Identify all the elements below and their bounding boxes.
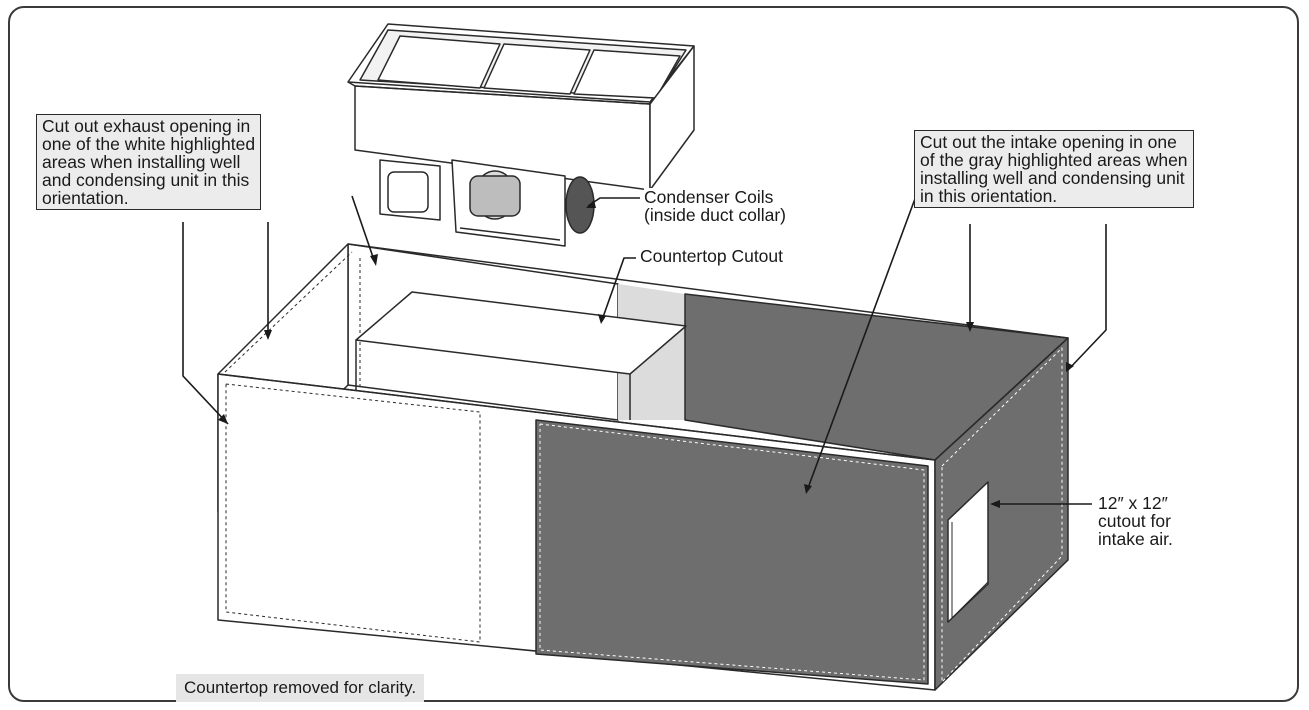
leader-countertop xyxy=(601,257,636,321)
well-unit xyxy=(347,23,695,191)
leader-condenser xyxy=(587,197,640,207)
diagram-frame xyxy=(8,6,1299,702)
leader-lines xyxy=(182,195,1107,505)
front-gray-area xyxy=(535,419,929,685)
leader-intake-right xyxy=(1067,224,1107,371)
intake-cutout-opening xyxy=(947,481,989,623)
label-condenser-coils: Condenser Coils (inside duct collar) xyxy=(644,187,786,225)
leader-exhaust-back xyxy=(351,195,375,261)
callout-exhaust: Cut out exhaust opening in one of the wh… xyxy=(36,114,262,210)
leader-exhaust-front xyxy=(182,222,229,425)
callout-intake: Cut out the intake opening in one of the… xyxy=(914,130,1194,208)
condensing-unit xyxy=(379,159,595,247)
label-12x12-cutout: 12″ x 12″ cutout for intake air. xyxy=(1098,493,1173,549)
label-countertop-cutout: Countertop Cutout xyxy=(640,246,784,266)
leader-intake-front xyxy=(807,195,917,489)
countertop-cutout-shape xyxy=(355,291,687,375)
note-countertop-removed: Countertop removed for clarity. xyxy=(176,674,425,702)
front-white-area xyxy=(225,383,481,643)
